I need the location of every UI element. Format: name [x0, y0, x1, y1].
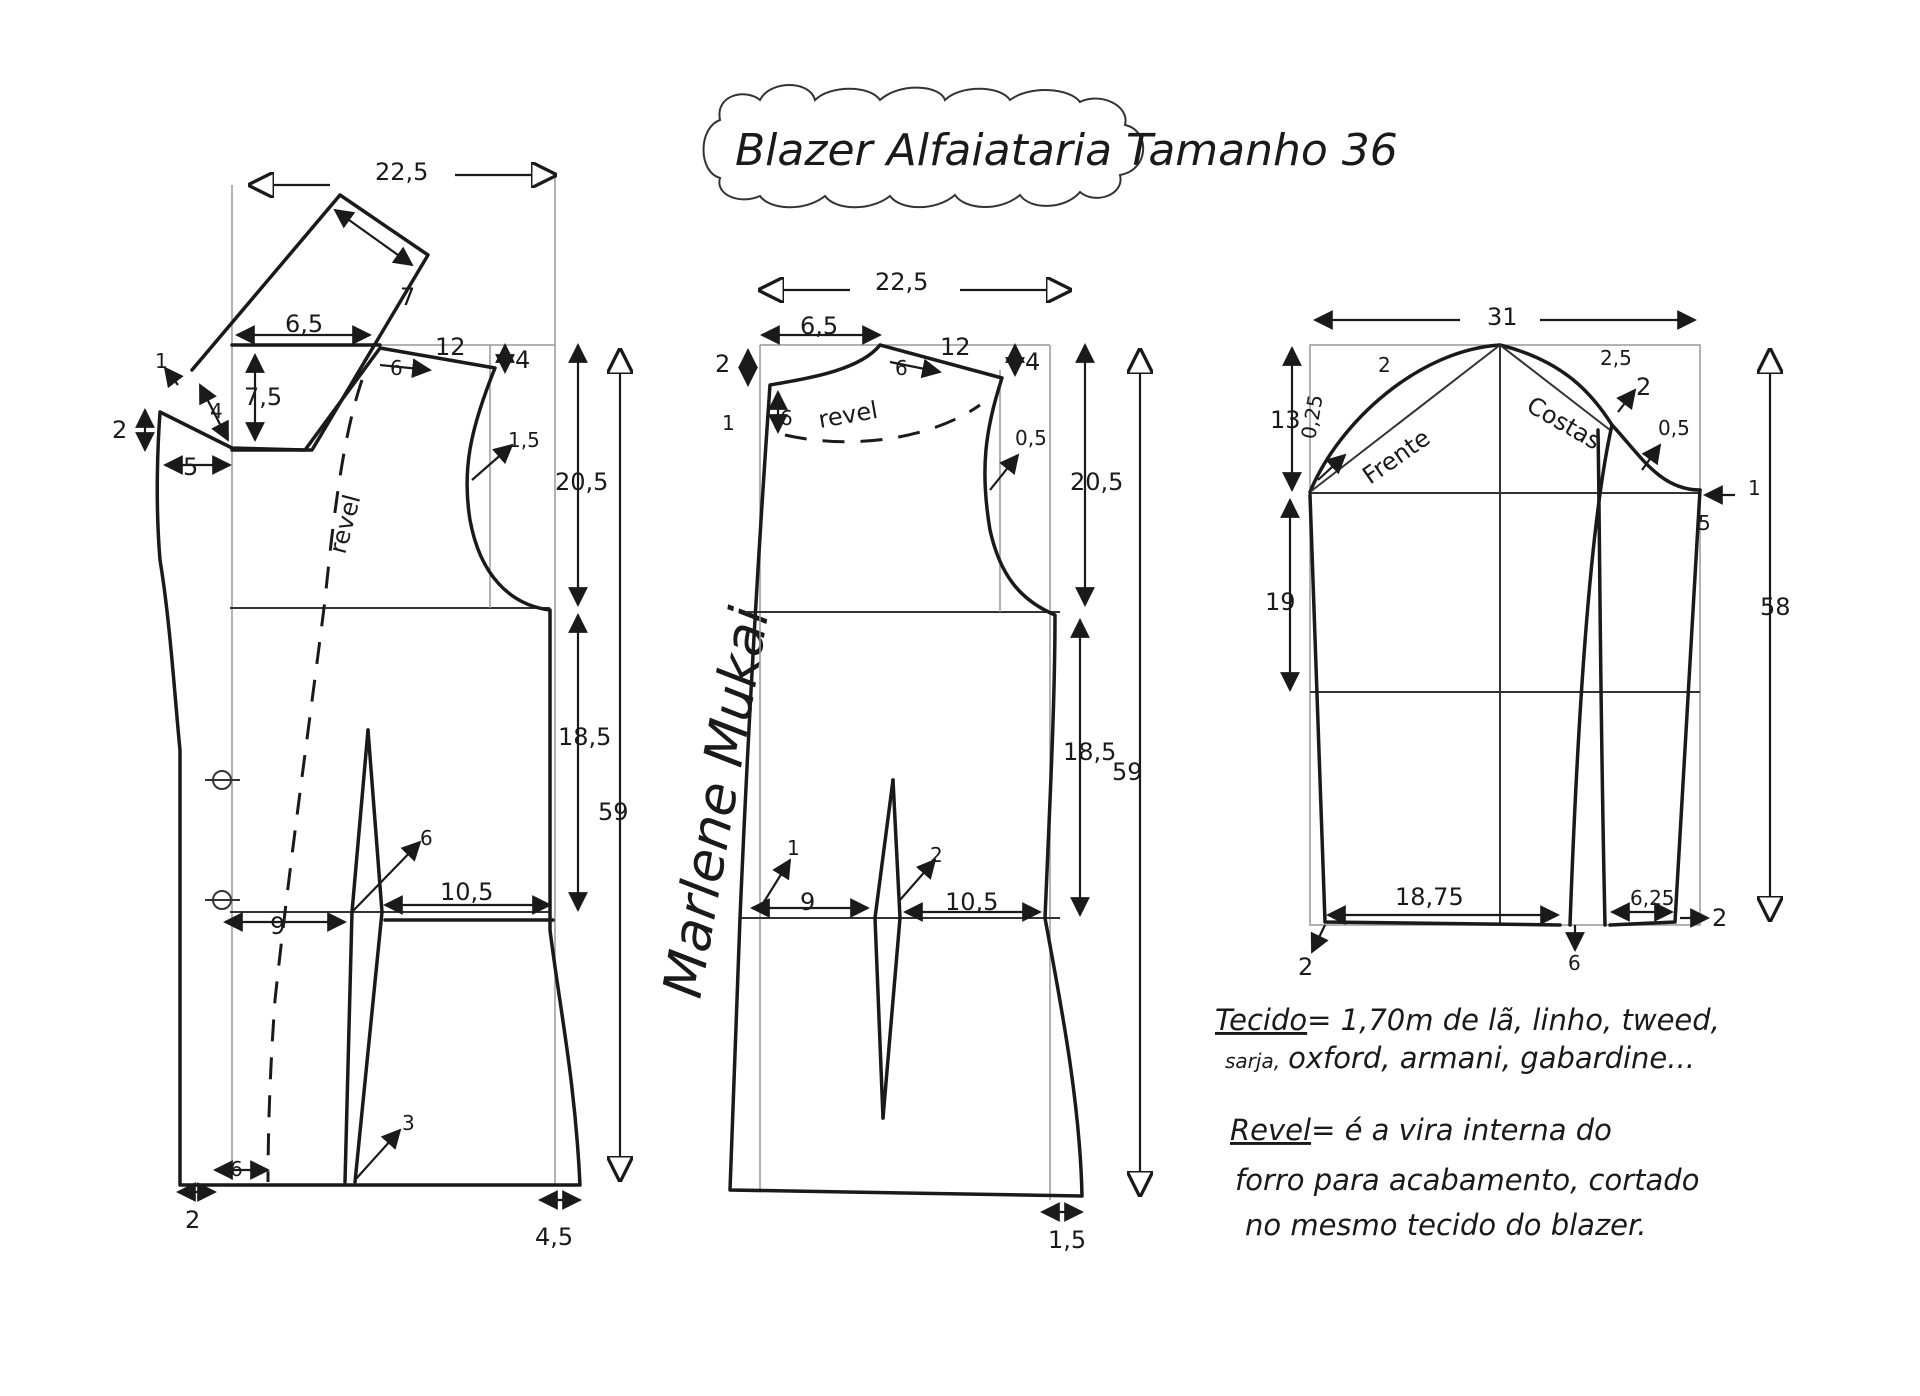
front-revel-label: revel — [324, 492, 367, 557]
sleeve-front-label: Frente — [1357, 424, 1435, 490]
fabric-small: sarja, — [1225, 1049, 1280, 1073]
sleeve-width-label: 31 — [1487, 303, 1518, 331]
front-lapel-h: 7,5 — [244, 383, 282, 411]
notes-block: Tecido= 1,70m de lã, linho, tweed, sarja… — [1215, 1003, 1720, 1242]
back-piece: 22,5 6,5 12 6 4 2 1 6 revel 0,5 20,5 18,… — [715, 268, 1143, 1254]
back-dart-r: 2 — [930, 843, 943, 867]
front-hem-left: 2 — [185, 1206, 200, 1234]
back-hem: 1,5 — [1048, 1226, 1086, 1254]
sleeve-back-c: 0,5 — [1658, 416, 1690, 440]
sleeve-mark-5: 5 — [1698, 511, 1711, 535]
sleeve-hem-r: 2 — [1712, 904, 1727, 932]
front-shoulder-a: 6,5 — [285, 310, 323, 338]
sleeve-mark-1: 1 — [1748, 476, 1761, 500]
front-collar-2: 2 — [112, 416, 127, 444]
sleeve-cap-h: 13 — [1270, 406, 1301, 434]
front-side-h: 18,5 — [558, 723, 611, 751]
front-hem-dart: 3 — [402, 1111, 415, 1135]
front-shoulder-b: 12 — [435, 333, 466, 361]
facing-text-3: no mesmo tecido do blazer. — [1245, 1208, 1646, 1242]
front-length: 59 — [598, 798, 629, 826]
sleeve-cap-a: 2 — [1378, 353, 1391, 377]
back-left-2: 2 — [715, 350, 730, 378]
front-piece: 22,5 6,5 12 6 7 4 7,5 1 4 2 5 1,5 20,5 1… — [112, 158, 629, 1251]
front-dart: 6 — [420, 826, 433, 850]
front-collar-4: 4 — [210, 399, 223, 423]
back-armhole: 0,5 — [1015, 426, 1047, 450]
front-lapel-w: 7 — [400, 283, 415, 311]
signature: Marlene Mukai — [651, 602, 782, 1002]
front-waist-l: 9 — [270, 912, 285, 940]
back-dart-l: 1 — [787, 836, 800, 860]
sleeve-hem-w2: 6,25 — [1630, 886, 1675, 910]
sleeve-hem-l: 2 — [1298, 953, 1313, 981]
front-hem-right: 4,5 — [535, 1223, 573, 1251]
back-left-1: 1 — [722, 411, 735, 435]
front-waist-r: 10,5 — [440, 878, 493, 906]
back-shoulder: 12 — [940, 333, 971, 361]
front-armhole: 1,5 — [508, 428, 540, 452]
sleeve-length: 58 — [1760, 593, 1791, 621]
back-length: 59 — [1112, 758, 1143, 786]
facing-label: Revel — [1230, 1113, 1311, 1147]
page-title: Blazer Alfaiataria Tamanho 36 — [735, 125, 1398, 176]
back-armhole-h: 20,5 — [1070, 468, 1123, 496]
back-neck-drop: 6 — [895, 356, 908, 380]
front-collar-5: 5 — [183, 453, 198, 481]
sleeve-hem-mid: 6 — [1568, 951, 1581, 975]
sleeve-hem-w: 18,75 — [1395, 883, 1464, 911]
fabric-note: Tecido= 1,70m de lã, linho, tweed, — [1215, 1003, 1720, 1037]
sleeve-back-a: 2,5 — [1600, 346, 1632, 370]
facing-note: Revel= é a vira interna do — [1230, 1113, 1612, 1147]
facing-text-2: forro para acabamento, cortado — [1235, 1163, 1699, 1197]
back-facing-6: 6 — [780, 406, 793, 430]
front-armhole-h: 20,5 — [555, 468, 608, 496]
sleeve-cap-b: 0,25 — [1296, 393, 1327, 441]
back-shoulder-drop: 4 — [1025, 348, 1040, 376]
fabric-text-1: = 1,70m de lã, linho, tweed, — [1307, 1003, 1720, 1037]
front-neck-drop: 6 — [390, 356, 403, 380]
back-width-label: 22,5 — [875, 268, 928, 296]
back-neck: 6,5 — [800, 312, 838, 340]
back-waist-r: 10,5 — [945, 888, 998, 916]
fabric-note-2: sarja, oxford, armani, gabardine... — [1225, 1041, 1695, 1075]
fabric-label: Tecido — [1215, 1003, 1307, 1037]
fabric-text-2: oxford, armani, gabardine... — [1288, 1041, 1695, 1075]
front-collar-1: 1 — [155, 349, 168, 373]
back-side-h: 18,5 — [1063, 738, 1116, 766]
front-hem-facing: 6 — [230, 1157, 243, 1181]
back-waist-l: 9 — [800, 888, 815, 916]
facing-text-1: = é a vira interna do — [1311, 1113, 1612, 1147]
sleeve-back-b: 2 — [1636, 373, 1651, 401]
sleeve-elbow: 19 — [1265, 588, 1296, 616]
front-shoulder-drop: 4 — [515, 346, 530, 374]
front-width-label: 22,5 — [375, 158, 428, 186]
title-cloud: Blazer Alfaiataria Tamanho 36 — [702, 84, 1398, 209]
sleeve-piece: 31 13 2 0,25 Frente Costas 2,5 2 0,5 1 5… — [1265, 303, 1791, 981]
back-revel-label: revel — [816, 396, 880, 434]
